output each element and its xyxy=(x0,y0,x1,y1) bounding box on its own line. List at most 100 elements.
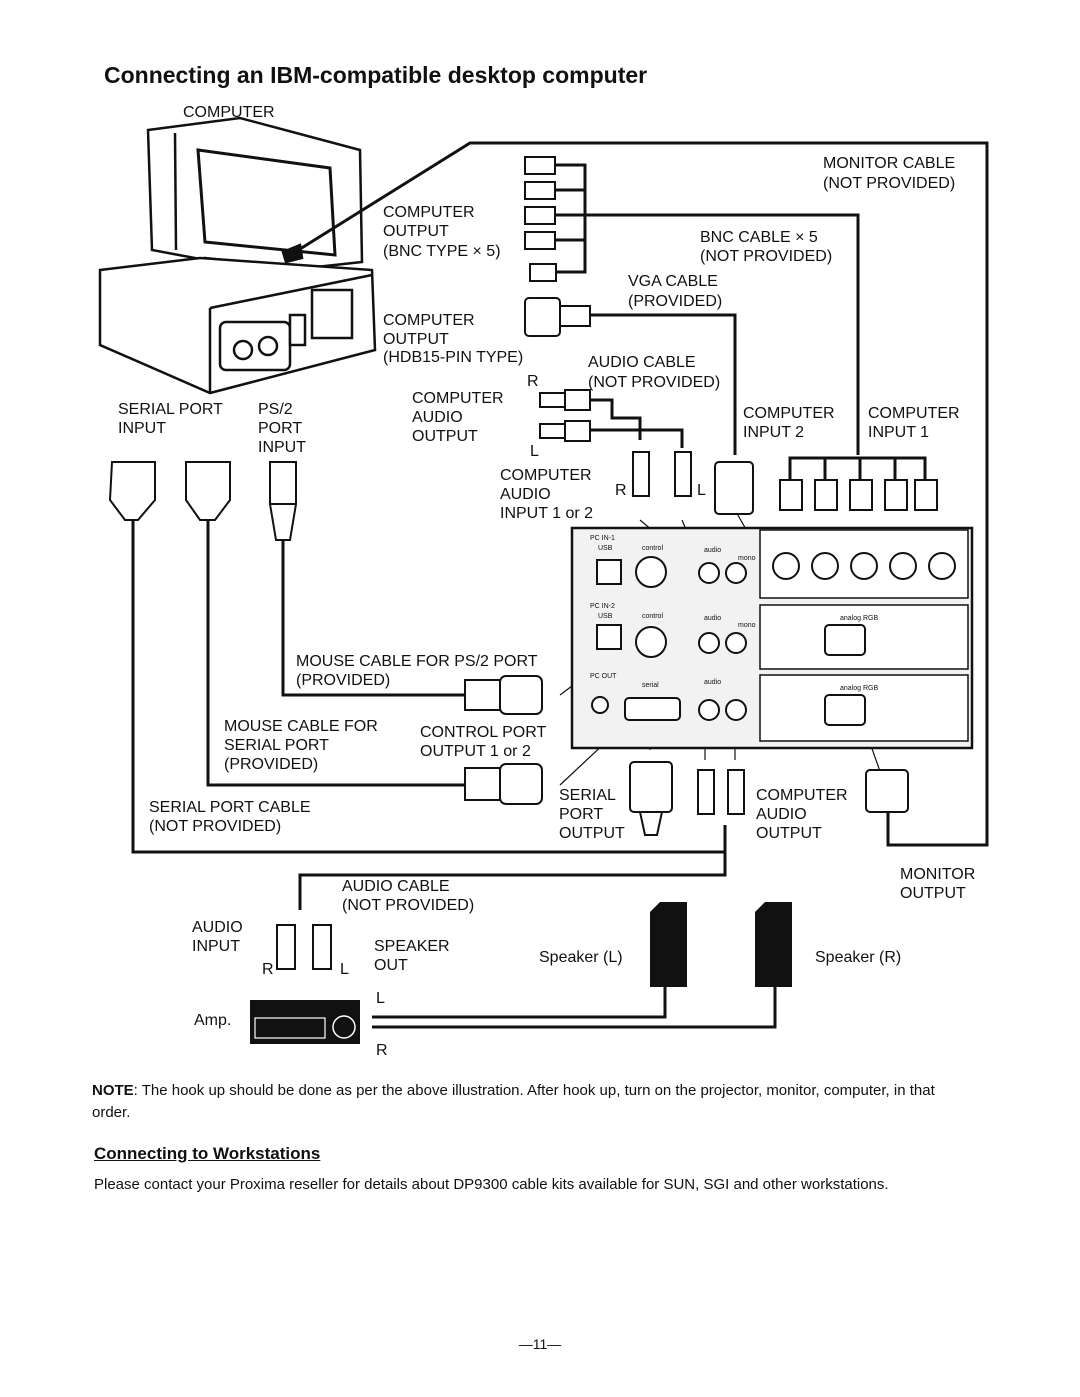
note-text: : The hook up should be done as per the … xyxy=(92,1082,935,1121)
panel-label-mono-1: mono xyxy=(738,555,756,562)
mouse-connectors xyxy=(464,675,543,805)
label-comp-audio-in: COMPUTER xyxy=(500,467,592,484)
label-audio-input-2: INPUT xyxy=(192,938,240,955)
label-serial-port-input: SERIAL PORT xyxy=(118,401,223,418)
label-hdb-output-3: (HDB15-PIN TYPE) xyxy=(383,349,523,366)
page-number: —11— xyxy=(518,1336,562,1352)
label-audio-cable-top: AUDIO CABLE xyxy=(588,354,696,371)
label-l-top: L xyxy=(530,443,539,460)
panel-label-usb-1: USB xyxy=(598,545,613,552)
audio-cable-top xyxy=(590,398,684,448)
label-l-mid: L xyxy=(697,482,706,499)
panel-label-usb-2: USB xyxy=(598,613,613,620)
label-audio-cable-top-note: (NOT PROVIDED) xyxy=(588,374,720,391)
audio-plugs-vertical xyxy=(632,451,754,515)
panel-label-audio-2: audio xyxy=(704,615,721,622)
label-ps2-3: INPUT xyxy=(258,439,306,456)
label-mouse-ps2-2: (PROVIDED) xyxy=(296,672,390,689)
audio-cable-bottom xyxy=(298,850,727,910)
panel-label-pc-out: PC OUT xyxy=(590,673,617,680)
label-amp: Amp. xyxy=(194,1012,231,1029)
label-computer: COMPUTER xyxy=(183,104,275,121)
speaker-r-cable xyxy=(372,985,777,1029)
label-comp-audio-out-b-2: AUDIO xyxy=(756,806,807,823)
label-serial-port-input-2: INPUT xyxy=(118,420,166,437)
label-speaker-r: Speaker (R) xyxy=(815,949,901,966)
label-bnc-output-3: (BNC TYPE × 5) xyxy=(383,243,501,260)
label-bnc-output-2: OUTPUT xyxy=(383,223,449,240)
diagram-labels: COMPUTER MONITOR CABLE (NOT PROVIDED) CO… xyxy=(118,104,975,1059)
page-title: Connecting an IBM-compatible desktop com… xyxy=(104,62,648,88)
audio-plugs-top xyxy=(539,389,591,442)
label-r-mid: R xyxy=(615,482,627,499)
panel-label-analog-rgb-out: analog RGB xyxy=(840,685,878,692)
label-audio-input: AUDIO xyxy=(192,919,243,936)
label-bnc-output: COMPUTER xyxy=(383,204,475,221)
bottom-plugs xyxy=(276,761,909,970)
note-paragraph: NOTE: The hook up should be done as per … xyxy=(92,1080,972,1124)
amp-illustration xyxy=(250,1000,360,1044)
label-comp-audio-out-b: COMPUTER xyxy=(756,787,848,804)
label-monitor-output-2: OUTPUT xyxy=(900,885,966,902)
panel-label-audio-1: audio xyxy=(704,547,721,554)
panel-label-pc-in-2: PC IN-2 xyxy=(590,603,615,610)
label-comp-audio-out-b-3: OUTPUT xyxy=(756,825,822,842)
label-comp-audio-out-3: OUTPUT xyxy=(412,428,478,445)
panel-label-analog-rgb-2: analog RGB xyxy=(840,615,878,622)
label-ps2: PS/2 xyxy=(258,401,293,418)
connection-diagram: PC IN-1 PC IN-2 PC OUT USB control audio… xyxy=(98,104,989,1059)
label-comp-input1-2: INPUT 1 xyxy=(868,424,929,441)
label-serial-port-out: SERIAL xyxy=(559,787,616,804)
label-vga-cable-note: (PROVIDED) xyxy=(628,293,722,310)
label-monitor-cable: MONITOR CABLE xyxy=(823,155,955,172)
label-comp-input1: COMPUTER xyxy=(868,405,960,422)
computer-illustration xyxy=(98,116,377,395)
label-comp-input2-2: INPUT 2 xyxy=(743,424,804,441)
panel-label-serial: serial xyxy=(642,682,659,689)
note-label: NOTE xyxy=(92,1082,134,1099)
label-mouse-ps2: MOUSE CABLE FOR PS/2 PORT xyxy=(296,653,538,670)
label-l-speaker: L xyxy=(376,990,385,1007)
label-serial-cable: SERIAL PORT CABLE xyxy=(149,799,311,816)
label-mouse-serial: MOUSE CABLE FOR xyxy=(224,718,378,735)
bnc-cable xyxy=(555,163,860,455)
label-ps2-2: PORT xyxy=(258,420,302,437)
label-comp-input2: COMPUTER xyxy=(743,405,835,422)
panel-label-mono-2: mono xyxy=(738,622,756,629)
label-comp-audio-in-2: AUDIO xyxy=(500,486,551,503)
label-control-port-2: OUTPUT 1 or 2 xyxy=(420,743,531,760)
label-mouse-serial-3: (PROVIDED) xyxy=(224,756,318,773)
label-monitor-output: MONITOR xyxy=(900,866,975,883)
bnc-connectors xyxy=(524,156,557,282)
vga-cable xyxy=(590,313,737,455)
label-vga-cable: VGA CABLE xyxy=(628,273,718,290)
vga-connector xyxy=(524,297,591,337)
bnc-plugs-input1 xyxy=(779,479,938,511)
label-r-top: R xyxy=(527,373,539,390)
label-l-amp: L xyxy=(340,961,349,978)
serial-port-cable xyxy=(131,505,727,854)
label-control-port: CONTROL PORT xyxy=(420,724,546,741)
panel-label-control-1: control xyxy=(642,545,663,552)
left-plugs xyxy=(108,461,298,541)
label-serial-port-out-2: PORT xyxy=(559,806,603,823)
mouse-serial-cable xyxy=(206,505,465,787)
label-monitor-cable-note: (NOT PROVIDED) xyxy=(823,175,955,192)
label-hdb-output-2: OUTPUT xyxy=(383,331,449,348)
label-comp-audio-out-2: AUDIO xyxy=(412,409,463,426)
panel-label-control-2: control xyxy=(642,613,663,620)
section-title: Connecting to Workstations xyxy=(94,1144,321,1163)
monitor-cable xyxy=(291,141,989,847)
label-speaker-out-2: OUT xyxy=(374,957,408,974)
label-bnc-cable: BNC CABLE × 5 xyxy=(700,229,818,246)
label-audio-cable-bottom: AUDIO CABLE xyxy=(342,878,450,895)
label-r-speaker: R xyxy=(376,1042,388,1059)
label-r-amp: R xyxy=(262,961,274,978)
label-comp-audio-out: COMPUTER xyxy=(412,390,504,407)
section-text: Please contact your Proxima reseller for… xyxy=(94,1176,889,1193)
projector-panel: PC IN-1 PC IN-2 PC OUT USB control audio… xyxy=(570,526,974,750)
label-hdb-output: COMPUTER xyxy=(383,312,475,329)
speaker-l-cable xyxy=(372,985,667,1019)
label-speaker-l: Speaker (L) xyxy=(539,949,623,966)
label-speaker-out: SPEAKER xyxy=(374,938,450,955)
